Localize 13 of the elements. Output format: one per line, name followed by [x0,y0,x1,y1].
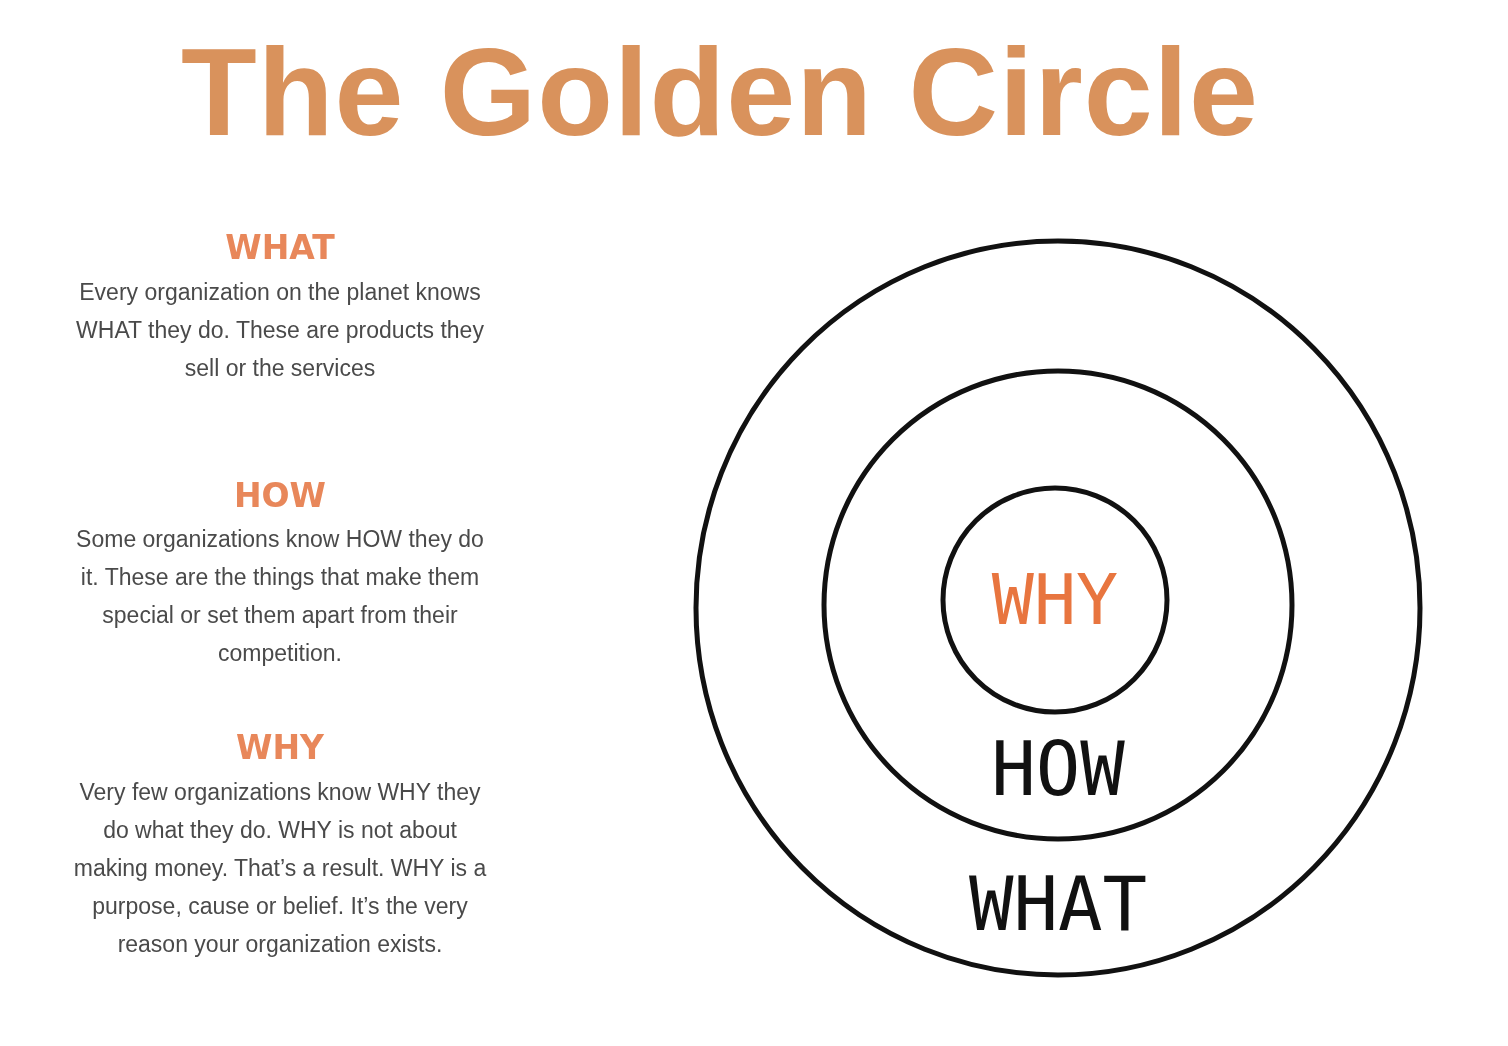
section-heading: WHY [235,728,325,768]
description-text: Very few organizations know WHY they do what they do. WHY is not about making money. That’s a result. WHY is a purpose, cause or belief. It’s the very reason your organization exists. [72,778,488,959]
circle-label: HOW [990,729,1126,811]
description-text: Every organization on the planet knows WHAT they do. These are products they sell or the services [75,278,485,383]
circle [940,485,1170,715]
circle-label: WHY [990,561,1120,639]
section-heading: WHAT [224,228,336,268]
circle [821,368,1295,842]
title: The Golden Circle [179,22,1261,162]
section-heading: HOW [232,476,328,516]
description-text: Some organizations know HOW they do it. These are the things that make them special or set them apart from their competition. [75,525,485,668]
circle-label: WHAT [967,864,1149,946]
circle [693,238,1423,978]
